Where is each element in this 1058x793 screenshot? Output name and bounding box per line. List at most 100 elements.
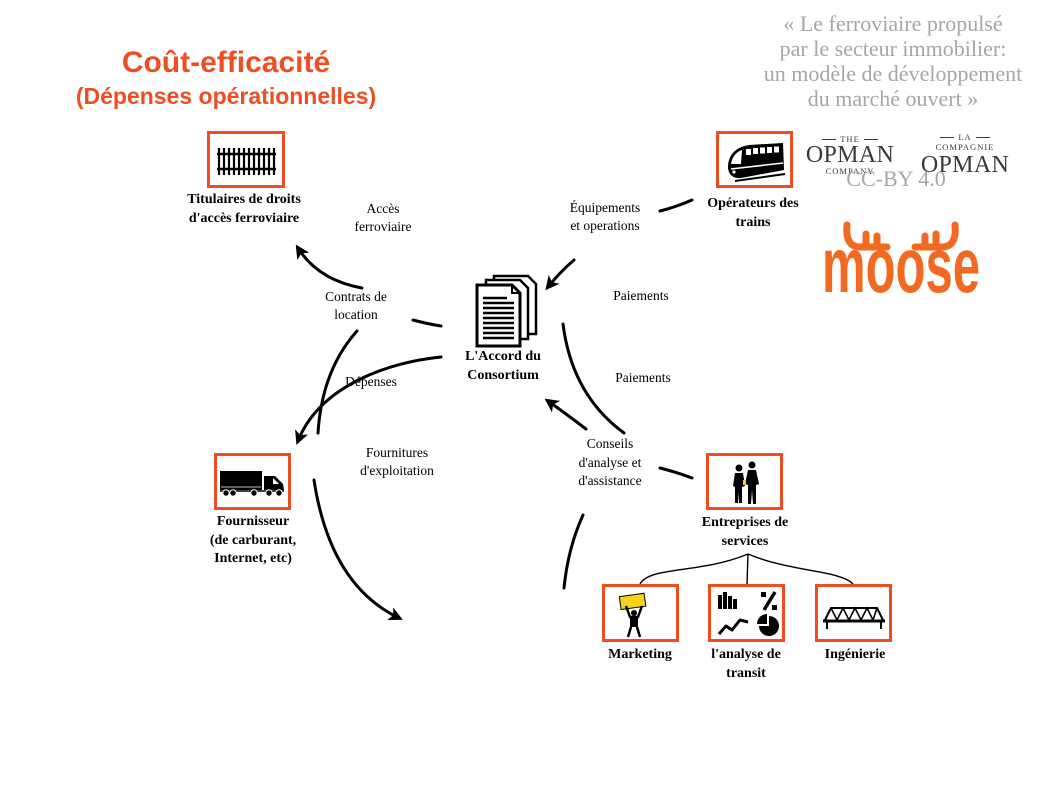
license-text: CC-BY 4.0 bbox=[846, 166, 946, 191]
flow-label-expenses: Dépenses bbox=[321, 373, 421, 391]
moose-wordmark: moose bbox=[822, 221, 980, 300]
label-line: Internet, etc) bbox=[214, 551, 292, 566]
sign bbox=[618, 592, 647, 611]
moose-wordmark-group: moose bbox=[822, 221, 980, 300]
connector-leases-left bbox=[411, 318, 443, 328]
flow-line: d'exploitation bbox=[360, 463, 434, 478]
train-icon bbox=[728, 143, 786, 182]
logo-top-text: LA bbox=[958, 132, 972, 142]
front-page bbox=[475, 283, 522, 348]
engineering-label: Ingénierie bbox=[795, 646, 915, 665]
marketing-label: Marketing bbox=[590, 646, 690, 665]
logo-dash bbox=[975, 136, 990, 138]
flow-line: Équipements bbox=[569, 200, 641, 215]
service-companies-box bbox=[706, 453, 783, 510]
logo-middle-text: COMPAGNIE bbox=[935, 142, 995, 152]
bar bbox=[733, 599, 737, 609]
flow-line: Paiements bbox=[615, 370, 671, 385]
wheel bbox=[222, 489, 230, 497]
flow-label-rail-access: Accès ferroviaire bbox=[323, 200, 443, 236]
flow-line: Fournitures bbox=[365, 445, 429, 460]
truck-icon bbox=[220, 471, 284, 497]
train-operators-box bbox=[716, 131, 793, 188]
logo-name: OPMAN bbox=[920, 152, 1010, 178]
supplier-label: Fournisseur (de carburant, Internet, etc… bbox=[173, 513, 333, 569]
label-line: L'Accord du bbox=[465, 349, 541, 364]
train-window bbox=[767, 147, 772, 153]
label-line: transit bbox=[726, 665, 766, 681]
train-window bbox=[760, 147, 765, 154]
train-window bbox=[746, 149, 751, 155]
logo-name: OPMAN bbox=[805, 142, 895, 168]
page-text-lines bbox=[483, 296, 514, 340]
flow-label-payments-services: Paiements bbox=[593, 369, 693, 387]
train-windshield bbox=[731, 150, 742, 164]
bar-chart-icon bbox=[718, 592, 737, 609]
pie-chart-icon bbox=[757, 614, 779, 636]
percent-slash bbox=[762, 591, 777, 611]
logo-top-row: THE bbox=[800, 134, 900, 144]
analytics-icon bbox=[717, 591, 779, 636]
label-line: Fournisseur bbox=[216, 514, 290, 529]
flow-label-operating-supplies: Fournitures d'exploitation bbox=[327, 444, 467, 480]
logo-dash bbox=[863, 138, 878, 140]
label-line: Ingénierie bbox=[824, 647, 886, 662]
bridge-icon bbox=[823, 606, 885, 629]
wheel bbox=[275, 489, 283, 497]
left-antler bbox=[843, 221, 891, 251]
truss-diagonals bbox=[830, 606, 878, 623]
wheel bbox=[250, 489, 258, 497]
percent-icon bbox=[761, 591, 777, 611]
supplier-box bbox=[214, 453, 291, 510]
label-line: Opérateurs des bbox=[707, 196, 799, 211]
arrow-rail-access bbox=[295, 244, 364, 290]
connector-consulting-down bbox=[562, 513, 585, 590]
flow-line: d'analyse et bbox=[578, 454, 642, 470]
quote-line: par le secteur immobilier: bbox=[779, 36, 1007, 61]
person-body bbox=[745, 470, 759, 504]
flow-line: et operations bbox=[570, 218, 640, 233]
train-window bbox=[753, 148, 758, 154]
flow-line: d'assistance bbox=[578, 473, 642, 488]
truck-window bbox=[273, 478, 279, 484]
bag-icon bbox=[743, 480, 746, 485]
rail-rights-holders-box bbox=[207, 131, 285, 188]
wheel bbox=[229, 489, 237, 497]
quote-line: du marché ouvert » bbox=[807, 86, 979, 111]
brace-service-subcategories bbox=[639, 553, 854, 585]
train-operators-label: Opérateurs des trains bbox=[673, 195, 833, 232]
title-main: Coût-efficacité bbox=[121, 46, 331, 79]
person-body bbox=[733, 473, 745, 503]
label-line: l'analyse de bbox=[711, 647, 781, 662]
rail-rights-holders-label: Titulaires de droits d'accès ferroviaire bbox=[164, 191, 324, 228]
flow-line: Paiements bbox=[613, 288, 669, 303]
arrow-equipment-operations bbox=[545, 258, 576, 291]
engineering-box bbox=[815, 584, 892, 642]
flow-line: location bbox=[334, 307, 378, 322]
train-track bbox=[734, 173, 786, 182]
rail-ties bbox=[217, 148, 276, 175]
truck-trailer bbox=[220, 471, 262, 490]
label-line: (de carburant, bbox=[209, 532, 297, 548]
label-line: d'accès ferroviaire bbox=[188, 210, 300, 226]
title-subtitle: (Dépenses opérationnelles) bbox=[75, 83, 377, 109]
person-head bbox=[748, 461, 756, 469]
tie-lines bbox=[217, 148, 276, 175]
flow-line: Accès bbox=[366, 201, 400, 216]
bar bbox=[718, 595, 722, 609]
label-line: trains bbox=[735, 214, 771, 230]
marketing-box bbox=[602, 584, 679, 642]
truck-wheels bbox=[222, 489, 283, 497]
wheel bbox=[265, 489, 273, 497]
marketing-sign-icon bbox=[618, 592, 647, 638]
quote-block: « Le ferroviaire propulsé par le secteur… bbox=[743, 11, 1043, 111]
logo-dash bbox=[940, 136, 955, 138]
bar bbox=[728, 596, 732, 609]
quote-line: « Le ferroviaire propulsé bbox=[783, 11, 1003, 36]
person-torso bbox=[630, 616, 638, 627]
logo-top-row: LA bbox=[915, 132, 1015, 142]
label-line: services bbox=[721, 533, 769, 549]
people-icon bbox=[733, 461, 759, 504]
